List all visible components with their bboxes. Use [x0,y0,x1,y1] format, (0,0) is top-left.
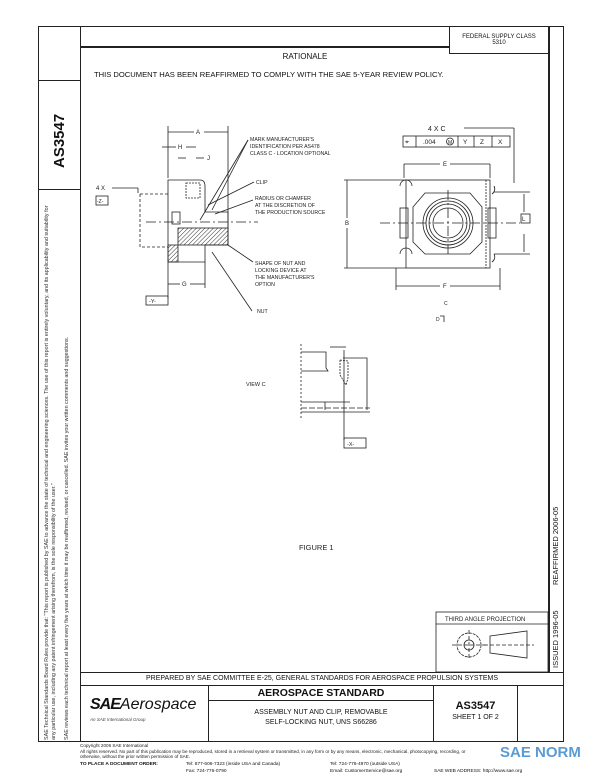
top-view [344,127,531,322]
note-nut: NUT [257,309,268,315]
federal-supply-class-box: FEDERAL SUPPLY CLASS 5310 [449,26,549,54]
view-d-label: D [436,317,440,323]
dim-b-label: B [345,221,349,227]
four-x-c-label: 4 X C [428,126,446,133]
fcf-datum-2: Z [480,139,484,146]
dim-f-label: F [443,284,447,290]
reaffirmed-date: REAFFIRMED 2006-05 [551,506,560,585]
note-shape-line: SHAPE OF NUT AND [255,261,306,267]
datum-y-label: -Y- [149,299,156,305]
view-c-marker: C [444,301,448,307]
doc-title-line-2: SELF-LOCKING NUT, UNS S66286 [265,719,377,726]
dim-a-label: A [196,130,200,136]
fcf-symbol: ⌖ [405,139,409,146]
issued-date: ISSUED 1996-05 [551,610,560,668]
right-strip-line [548,26,550,672]
side-view-labels: A H J 4 X -Z- G -Y- MARK MANUFACTURER'S … [96,130,331,315]
standard-type: AEROSPACE STANDARD [209,686,433,701]
dim-h-label: H [178,145,182,151]
note-mark-line: IDENTIFICATION PER AS478 [250,144,320,150]
logo-aerospace: Aerospace [119,696,197,713]
federal-supply-class-label: FEDERAL SUPPLY CLASS [462,34,536,40]
four-x-label: 4 X [96,186,105,192]
sae-norm-watermark: SAE NORM [500,744,581,761]
top-view-labels: 4 X C ⌖ .004 M Y Z X E B F C L D [345,126,526,323]
rights-text: All rights reserved. No part of this pub… [80,748,466,760]
side-view [95,126,258,312]
doc-title-line-1: ASSEMBLY NUT AND CLIP, REMOVABLE [254,709,388,716]
dim-e-label: E [443,162,447,168]
logo-sae: SAE [90,696,121,713]
view-c-label: VIEW C [246,382,266,388]
tel-intl: Tel: 724-776-4970 (outside USA) [330,762,400,767]
figure-label: FIGURE 1 [299,543,334,552]
fcf-datum-3: X [498,139,503,146]
fax: Fax: 724-776-0790 [186,769,227,774]
email: Email: CustomerService@sae.org [330,769,403,774]
fcf-modifier: M [448,140,452,146]
note-shape-line: LOCKING DEVICE AT [255,268,307,274]
tel-us: Tel: 877-606-7323 (inside USA and Canada… [186,762,281,767]
note-mark-line: MARK MANUFACTURER'S [250,137,315,143]
fcf-tolerance: .004 [423,139,436,146]
web-address: SAE WEB ADDRESS: http://www.sae.org [434,769,523,774]
prepared-by-row: PREPARED BY SAE COMMITTEE E-25, GENERAL … [80,672,564,686]
note-mark: MARK MANUFACTURER'S IDENTIFICATION PER A… [250,137,331,315]
projection-title: THIRD ANGLE PROJECTION [445,617,525,623]
logo-tagline: An SAE International Group [90,717,146,722]
prepared-by-text: PREPARED BY SAE COMMITTEE E-25, GENERAL … [145,675,499,682]
datum-l-label: L [522,217,526,223]
note-radius-line: AT THE DISCRETION OF [255,203,315,209]
title-cell: AEROSPACE STANDARD ASSEMBLY NUT AND CLIP… [209,686,434,742]
datum-z-label: -Z- [97,199,104,205]
note-radius-line: THE PRODUCTION SOURCE [255,210,326,216]
federal-supply-class-value: 5310 [492,40,506,46]
note-clip: CLIP [256,180,268,186]
rationale-title: RATIONALE [282,52,328,61]
dim-g-label: G [182,282,187,288]
rationale-text: THIS DOCUMENT HAS BEEN REAFFIRMED TO COM… [94,70,444,79]
order-label: TO PLACE A DOCUMENT ORDER: [80,762,158,767]
note-shape-line: THE MANUFACTURER'S [255,275,315,281]
doc-number-cell: AS3547 SHEET 1 OF 2 [434,686,518,742]
sheet-number: SHEET 1 OF 2 [452,714,499,721]
note-shape-line: OPTION [255,282,275,288]
note-mark-line: CLASS C - LOCATION OPTIONAL [250,151,331,157]
datum-x-label: -X- [347,442,355,448]
view-c-labels: VIEW C -X- [246,382,355,448]
doc-number: AS3547 [455,700,496,712]
fcf-datum-1: Y [463,139,468,146]
side-column [38,26,81,742]
header-divider [80,46,450,48]
logo-cell: SAEAerospace An SAE International Group [80,686,209,742]
main-frame [80,26,564,742]
dim-j-label: J [207,156,210,162]
sae-aerospace-logo: SAEAerospace [90,696,196,714]
footer: Copyright 2006 SAE International All rig… [80,743,485,760]
watermark-text: SAE NORM [500,744,581,761]
note-radius-line: RADIUS OR CHAMFER [255,196,311,202]
copyright: Copyright 2006 SAE International [80,743,149,748]
view-c [300,344,370,449]
